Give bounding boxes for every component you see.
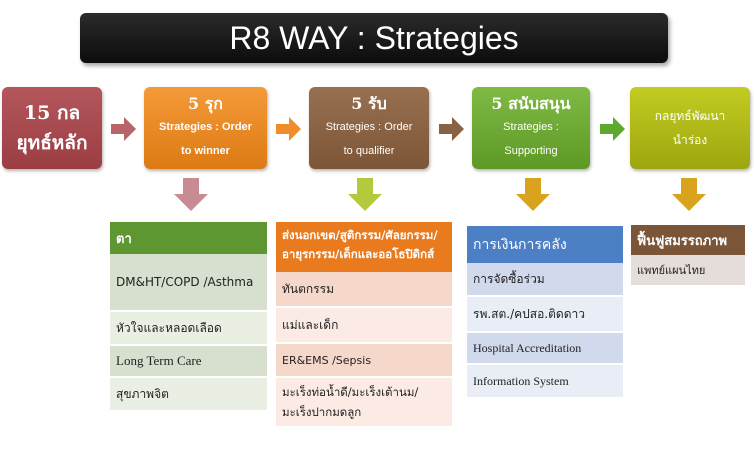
box-offensive-title: 5 รุก <box>188 94 223 113</box>
arrow-down-icon <box>174 178 208 211</box>
offensive-list-header: ตา <box>110 222 267 254</box>
box-main-strategies-title-line2: ยุทธ์หลัก <box>16 132 88 154</box>
arrow-right-icon <box>111 117 136 141</box>
box-offensive-subtitle: Strategies : Order <box>159 121 252 133</box>
list-item: หัวใจและหลอดเลือด <box>110 312 267 346</box>
supporting-list-header: การเงินการคลัง <box>467 226 623 263</box>
box-supporting-title: 5 สนับสนุน <box>491 94 571 113</box>
arrow-down-icon <box>348 178 382 211</box>
box-main-strategies-title: 15 กล <box>23 102 81 124</box>
box-pilot-title: กลยุทธ์พัฒนา <box>654 109 726 123</box>
list-item: DM&HT/COPD /Asthma <box>110 254 267 312</box>
box-offensive-strategies: 5 รุก Strategies : Order to winner <box>144 87 267 169</box>
box-supporting-strategies: 5 สนับสนุน Strategies : Supporting <box>472 87 590 169</box>
arrow-down-icon <box>672 178 706 211</box>
box-supporting-subtitle-line2: Supporting <box>504 145 558 157</box>
box-defensive-subtitle: Strategies : Order <box>325 121 413 133</box>
list-item: ER&EMS /Sepsis <box>276 344 452 378</box>
arrow-right-icon <box>600 117 625 141</box>
box-supporting-subtitle: Strategies : <box>503 121 559 133</box>
pilot-list-header: ฟื้นฟูสมรรถภาพ <box>631 225 745 255</box>
list-item: รพ.สต./คปสอ.ติดดาว <box>467 297 623 333</box>
arrow-right-icon <box>439 117 464 141</box>
box-main-strategies: 15 กล ยุทธ์หลัก <box>2 87 102 169</box>
list-item: ทันตกรรม <box>276 272 452 308</box>
supporting-list: การเงินการคลัง การจัดซื้อร่วม รพ.สต./คปส… <box>467 226 623 399</box>
box-defensive-title: 5 รับ <box>351 94 387 113</box>
list-item: สุขภาพจิต <box>110 378 267 412</box>
box-defensive-strategies: 5 รับ Strategies : Order to qualifier <box>309 87 429 169</box>
offensive-list: ตา DM&HT/COPD /Asthma หัวใจและหลอดเลือด … <box>110 222 267 412</box>
box-offensive-subtitle-line2: to winner <box>181 145 230 157</box>
list-item: แพทย์แผนไทย <box>631 255 745 287</box>
list-item: Long Term Care <box>110 346 267 378</box>
defensive-list-header: ส่งนอกเขต/สูติกรรม/ศัลยกรรม/ อายุรกรรม/เ… <box>276 222 452 272</box>
list-item: Information System <box>467 365 623 399</box>
title-text: R8 WAY : Strategies <box>229 19 519 56</box>
list-item: Hospital Accreditation <box>467 333 623 365</box>
list-item: มะเร็งท่อน้ำดี/มะเร็งเต้านม/ มะเร็งปากมด… <box>276 378 452 428</box>
box-pilot-title-line2: นำร่อง <box>672 133 708 147</box>
pilot-list: ฟื้นฟูสมรรถภาพ แพทย์แผนไทย <box>631 225 745 287</box>
title-banner: R8 WAY : Strategies <box>80 13 668 63</box>
box-defensive-subtitle-line2: to qualifier <box>343 145 395 157</box>
arrow-down-icon <box>516 178 550 211</box>
box-pilot-strategies: กลยุทธ์พัฒนา นำร่อง <box>630 87 750 169</box>
arrow-right-icon <box>276 117 301 141</box>
list-item: การจัดซื้อร่วม <box>467 263 623 297</box>
list-item: แม่และเด็ก <box>276 308 452 344</box>
defensive-list: ส่งนอกเขต/สูติกรรม/ศัลยกรรม/ อายุรกรรม/เ… <box>276 222 452 428</box>
